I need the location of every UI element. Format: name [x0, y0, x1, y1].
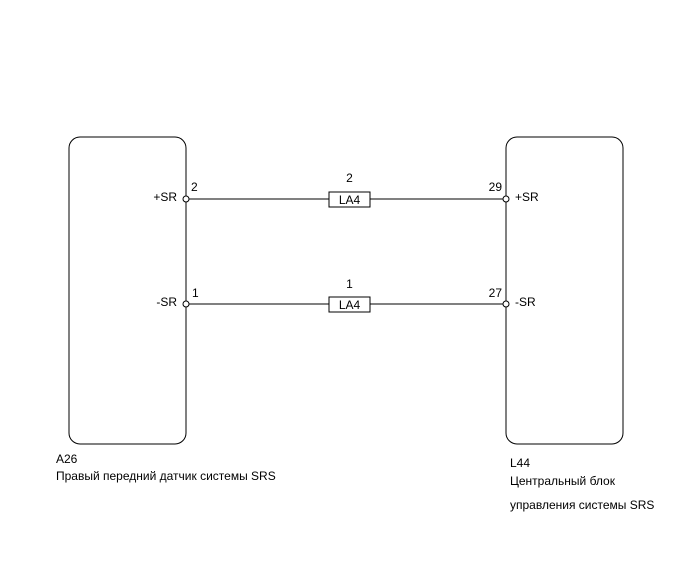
- connector-box-bottom: [328, 296, 371, 313]
- left-component-code: A26: [56, 452, 78, 466]
- left-signal-top: +SR: [153, 190, 177, 204]
- connector-pin-top: 2: [346, 171, 353, 185]
- wire-top: LA4 2 2 +SR 29 +SR: [153, 171, 539, 208]
- right-terminal-top: [502, 195, 510, 203]
- left-component-box: [68, 136, 187, 445]
- right-component-name-line2: управления системы SRS: [510, 498, 655, 512]
- left-component-name: Правый передний датчик системы SRS: [56, 469, 276, 483]
- right-signal-top: +SR: [515, 190, 539, 204]
- right-signal-bottom: -SR: [515, 295, 536, 309]
- left-pin-number-bottom: 1: [192, 286, 199, 300]
- right-component-code: L44: [510, 456, 531, 470]
- left-terminal-bottom: [182, 300, 190, 308]
- right-component-name-line1: Центральный блок: [510, 474, 615, 488]
- right-component-box: [505, 136, 624, 445]
- connector-label-top: LA4: [339, 193, 361, 207]
- wire-bottom: LA4 1 1 -SR 27 -SR: [156, 277, 536, 313]
- connector-box-top: [328, 191, 371, 208]
- connector-label-bottom: LA4: [339, 298, 361, 312]
- right-pin-number-top: 29: [489, 180, 503, 194]
- connector-pin-bottom: 1: [346, 277, 353, 291]
- left-pin-number-top: 2: [191, 180, 198, 194]
- right-pin-number-bottom: 27: [489, 286, 503, 300]
- left-signal-bottom: -SR: [156, 295, 177, 309]
- left-terminal-top: [182, 195, 190, 203]
- right-terminal-bottom: [502, 300, 510, 308]
